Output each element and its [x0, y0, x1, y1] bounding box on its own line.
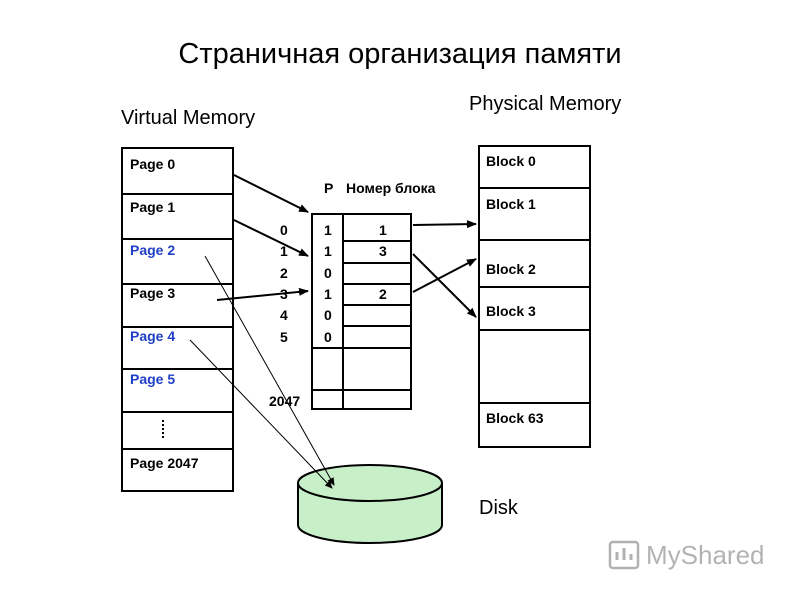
- pm-block-0: Block 0: [486, 153, 536, 169]
- vm-page-5: Page 5: [130, 371, 176, 387]
- pm-block-2: Block 2: [486, 261, 536, 277]
- pt-row-divider: [342, 325, 412, 327]
- myshared-logo-icon: [608, 540, 640, 570]
- vm-divider: [121, 193, 234, 195]
- pt-p: 0: [324, 265, 332, 281]
- pt-header-p: P: [324, 180, 334, 196]
- pt-block: 2: [379, 286, 387, 302]
- pm-block-3: Block 3: [486, 303, 536, 319]
- pt-index: 0: [280, 222, 288, 238]
- vm-page-4: Page 4: [130, 328, 176, 344]
- vm-page-2047: Page 2047: [130, 455, 199, 471]
- virtual-memory-label: Virtual Memory: [121, 107, 256, 129]
- pt-p: 1: [324, 222, 332, 238]
- arrow-page2-to-disk: [204, 255, 335, 486]
- arrow-page0-to-pt: [233, 174, 309, 213]
- virtual-memory-column: [121, 147, 234, 492]
- vm-page-1: Page 1: [130, 199, 176, 215]
- disk-icon: [297, 464, 443, 544]
- pt-index: 4: [280, 307, 288, 323]
- arrow-page3-to-pt: [216, 287, 309, 301]
- pt-block: 3: [379, 243, 387, 259]
- vm-page-0: Page 0: [130, 156, 176, 172]
- arrow-pt1-to-block3: [412, 253, 477, 318]
- pm-divider: [478, 239, 591, 241]
- vm-divider: [121, 411, 234, 413]
- vm-divider: [121, 238, 234, 240]
- vm-page-3: Page 3: [130, 285, 176, 301]
- arrow-page4-to-disk: [189, 339, 333, 489]
- pt-block: 1: [379, 222, 387, 238]
- vm-divider: [121, 368, 234, 370]
- pm-block-1: Block 1: [486, 196, 536, 212]
- pt-row-divider: [342, 262, 412, 264]
- pt-header-block: Номер блока: [346, 180, 436, 196]
- pm-divider: [478, 402, 591, 404]
- pt-divider: [311, 389, 412, 391]
- pt-row-divider: [342, 240, 412, 242]
- pt-index: 2: [280, 265, 288, 281]
- pm-block-63: Block 63: [486, 410, 544, 426]
- page-title: Страничная организация памяти: [178, 38, 622, 70]
- pt-p: 1: [324, 243, 332, 259]
- page-table: [311, 213, 412, 410]
- pt-row-divider: [342, 304, 412, 306]
- physical-memory-column: [478, 145, 591, 448]
- arrow-page1-to-pt: [233, 219, 309, 257]
- arrow-pt0-to-block1: [412, 220, 477, 229]
- pt-p: 0: [324, 307, 332, 323]
- arrow-pt3-to-block2: [412, 258, 477, 293]
- pt-index: 1: [280, 243, 288, 259]
- vm-page-2: Page 2: [130, 242, 176, 258]
- watermark-text: MyShared: [646, 540, 765, 570]
- pt-p: 1: [324, 286, 332, 302]
- vm-divider: [121, 283, 234, 285]
- vm-divider: [121, 448, 234, 450]
- pm-divider: [478, 187, 591, 189]
- pm-divider: [478, 286, 591, 288]
- disk-label: Disk: [479, 497, 518, 519]
- pt-p: 0: [324, 329, 332, 345]
- pt-divider: [311, 347, 412, 349]
- vm-divider: [121, 326, 234, 328]
- pt-index: 5: [280, 329, 288, 345]
- physical-memory-label: Physical Memory: [469, 93, 622, 115]
- pt-column-divider: [342, 213, 344, 410]
- pt-index: 2047: [269, 393, 301, 409]
- pt-row-divider: [342, 283, 412, 285]
- pm-divider: [478, 329, 591, 331]
